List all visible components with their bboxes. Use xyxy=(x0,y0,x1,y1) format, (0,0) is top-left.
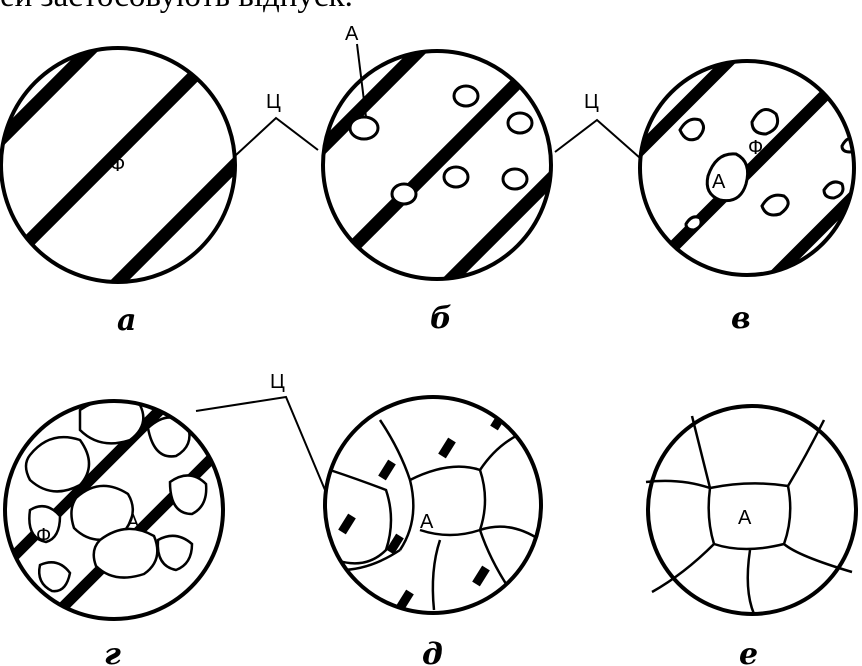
austenite-label-c: А xyxy=(712,171,726,193)
panel-f-circle xyxy=(648,406,856,614)
austenite-label-e: А xyxy=(420,511,434,533)
austenite-label-d: А xyxy=(126,511,140,533)
caption-f: е xyxy=(739,637,758,666)
panel-d: Ф А xyxy=(0,330,290,640)
cementite-label-3: Ц xyxy=(270,371,285,393)
carbide-fragments-e xyxy=(342,412,504,608)
caption-e: д xyxy=(422,637,443,666)
panel-f: А xyxy=(646,406,856,614)
ferrite-label-d: Ф xyxy=(36,525,51,547)
ferrite-label-a: Ф xyxy=(110,154,125,176)
austenite-label-b: А xyxy=(345,23,359,45)
caption-b: б xyxy=(430,301,452,336)
caption-c: в xyxy=(731,301,751,336)
cementite-lamellae-c xyxy=(560,0,862,410)
cementite-lamellae-b xyxy=(240,0,640,500)
austenite-label-f: А xyxy=(738,507,752,529)
panel-a: Ф xyxy=(0,0,340,470)
cementite-label-1: Ц xyxy=(266,91,281,113)
panel-c: Ф А xyxy=(560,0,862,410)
caption-d: г xyxy=(104,637,121,666)
cementite-label-2: Ц xyxy=(584,91,599,113)
caption-a: а xyxy=(117,303,136,338)
ferrite-label-c: Ф xyxy=(748,137,763,159)
panel-e: А xyxy=(325,397,541,613)
panel-b: А xyxy=(240,0,640,500)
